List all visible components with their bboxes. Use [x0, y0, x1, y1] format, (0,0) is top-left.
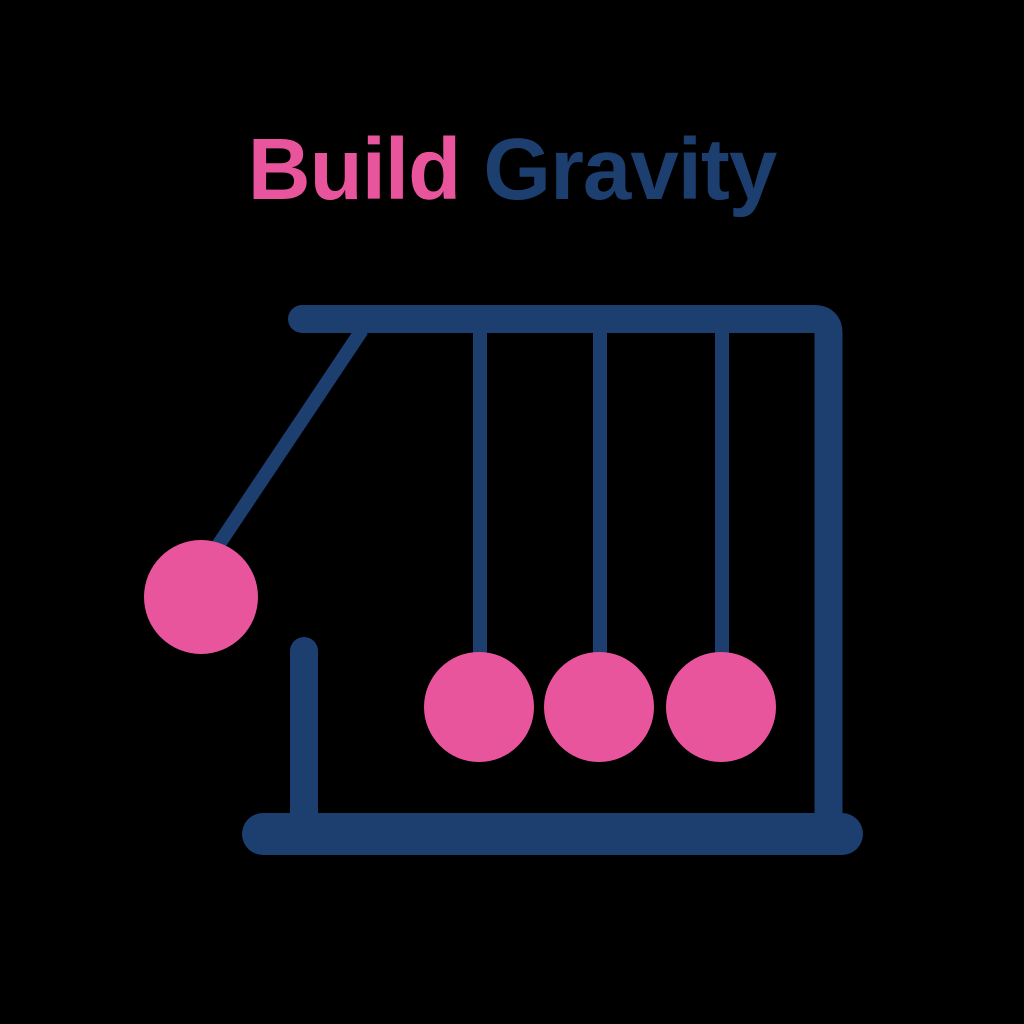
frame-top-bar-and-right-post	[288, 305, 843, 840]
resting-ball-1	[424, 652, 534, 762]
title-word-build: Build	[247, 121, 461, 218]
page-title: Build Gravity	[0, 122, 1024, 218]
raised-ball	[144, 540, 258, 654]
resting-ball-3	[666, 652, 776, 762]
resting-ball-2	[544, 652, 654, 762]
raised-ball-string	[199, 326, 368, 569]
title-word-gravity: Gravity	[483, 121, 777, 218]
